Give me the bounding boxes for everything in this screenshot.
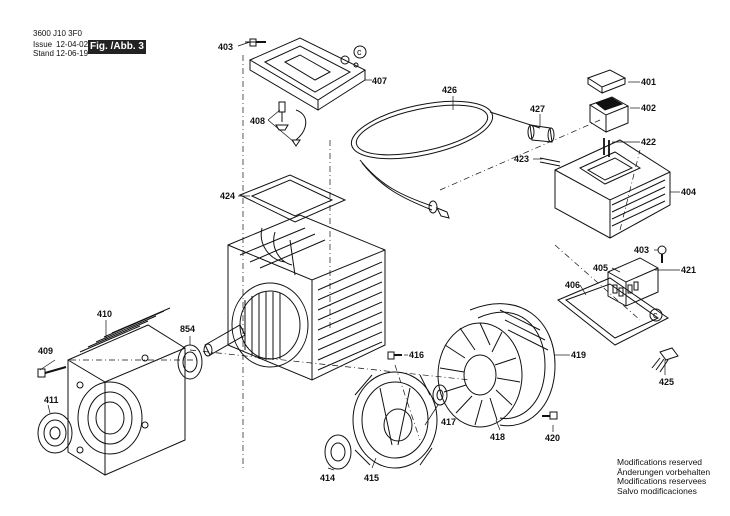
doc-number: 3600 J10 3F0	[33, 29, 82, 38]
stand-date: 12-06-19	[56, 49, 89, 58]
circle-markers	[353, 45, 663, 322]
circle-marker-c-right: c	[653, 310, 658, 320]
callout-402: 402	[641, 103, 657, 113]
callout-425: 425	[659, 377, 675, 387]
callout-854: 854	[180, 324, 196, 334]
part-407-cover	[248, 37, 367, 111]
callout-403-lower: 403	[634, 245, 650, 255]
callout-408: 408	[250, 116, 266, 126]
callout-406: 406	[565, 280, 581, 290]
part-427-cable-gland	[527, 124, 555, 143]
part-426-cable	[350, 100, 541, 219]
callout-421: 421	[681, 265, 697, 275]
callout-416: 416	[409, 350, 425, 360]
callout-424: 424	[220, 191, 236, 201]
callout-420: 420	[545, 433, 561, 443]
part-417-ring	[432, 384, 448, 406]
callout-427: 427	[530, 104, 546, 114]
part-405-capacitor	[607, 257, 659, 307]
callout-414: 414	[320, 473, 336, 483]
modifications-line-es: Salvo modificaciones	[617, 485, 697, 496]
modifications-line-de: Änderungen vorbehalten	[617, 466, 711, 477]
callout-417: 417	[441, 417, 457, 427]
callout-409: 409	[38, 346, 54, 356]
callout-426: 426	[442, 85, 458, 95]
part-403-screw-lower	[657, 245, 667, 263]
part-420-screw	[542, 411, 558, 420]
part-404-housing	[554, 139, 671, 239]
part-419-fan-cover	[469, 303, 556, 427]
part-411-bearing	[37, 412, 73, 454]
modifications-line-fr: Modifications reservees	[617, 476, 707, 486]
callout-410: 410	[97, 309, 113, 319]
callout-407: 407	[372, 76, 388, 86]
part-424-gasket	[238, 174, 347, 223]
issue-label: Issue	[33, 40, 53, 49]
part-418-fan	[437, 322, 523, 428]
callout-403-top: 403	[218, 42, 234, 52]
callout-401: 401	[641, 77, 657, 87]
modifications-note: Modifications reserved Änderungen vorbeh…	[617, 457, 711, 496]
leader-lines	[39, 41, 680, 471]
figure-label: Fig. /Abb. 3	[88, 40, 146, 54]
callout-404: 404	[681, 187, 697, 197]
part-415-end-shield	[352, 371, 438, 469]
callout-405: 405	[593, 263, 609, 273]
part-414-bearing	[324, 434, 352, 470]
issue-date: 12-04-02	[56, 40, 89, 49]
part-422-423-pins	[539, 138, 610, 167]
callout-423: 423	[514, 154, 530, 164]
part-406-plate	[557, 277, 669, 346]
stand-label: Stand	[33, 49, 54, 58]
motor-stator	[203, 214, 386, 381]
part-403-screw-top	[245, 38, 266, 47]
callout-411: 411	[44, 395, 59, 405]
callout-419: 419	[571, 350, 587, 360]
part-416-screw	[387, 351, 402, 360]
callout-418: 418	[490, 432, 506, 442]
circle-marker-c-top: c	[357, 47, 362, 57]
callout-415: 415	[364, 473, 380, 483]
modifications-line-en: Modifications reserved	[617, 457, 703, 467]
part-425-connector	[651, 347, 679, 373]
part-402-switch	[588, 96, 630, 133]
callout-422: 422	[641, 137, 657, 147]
part-401-switch-cap	[586, 69, 627, 94]
part-410-cylinder-housing	[67, 307, 186, 476]
